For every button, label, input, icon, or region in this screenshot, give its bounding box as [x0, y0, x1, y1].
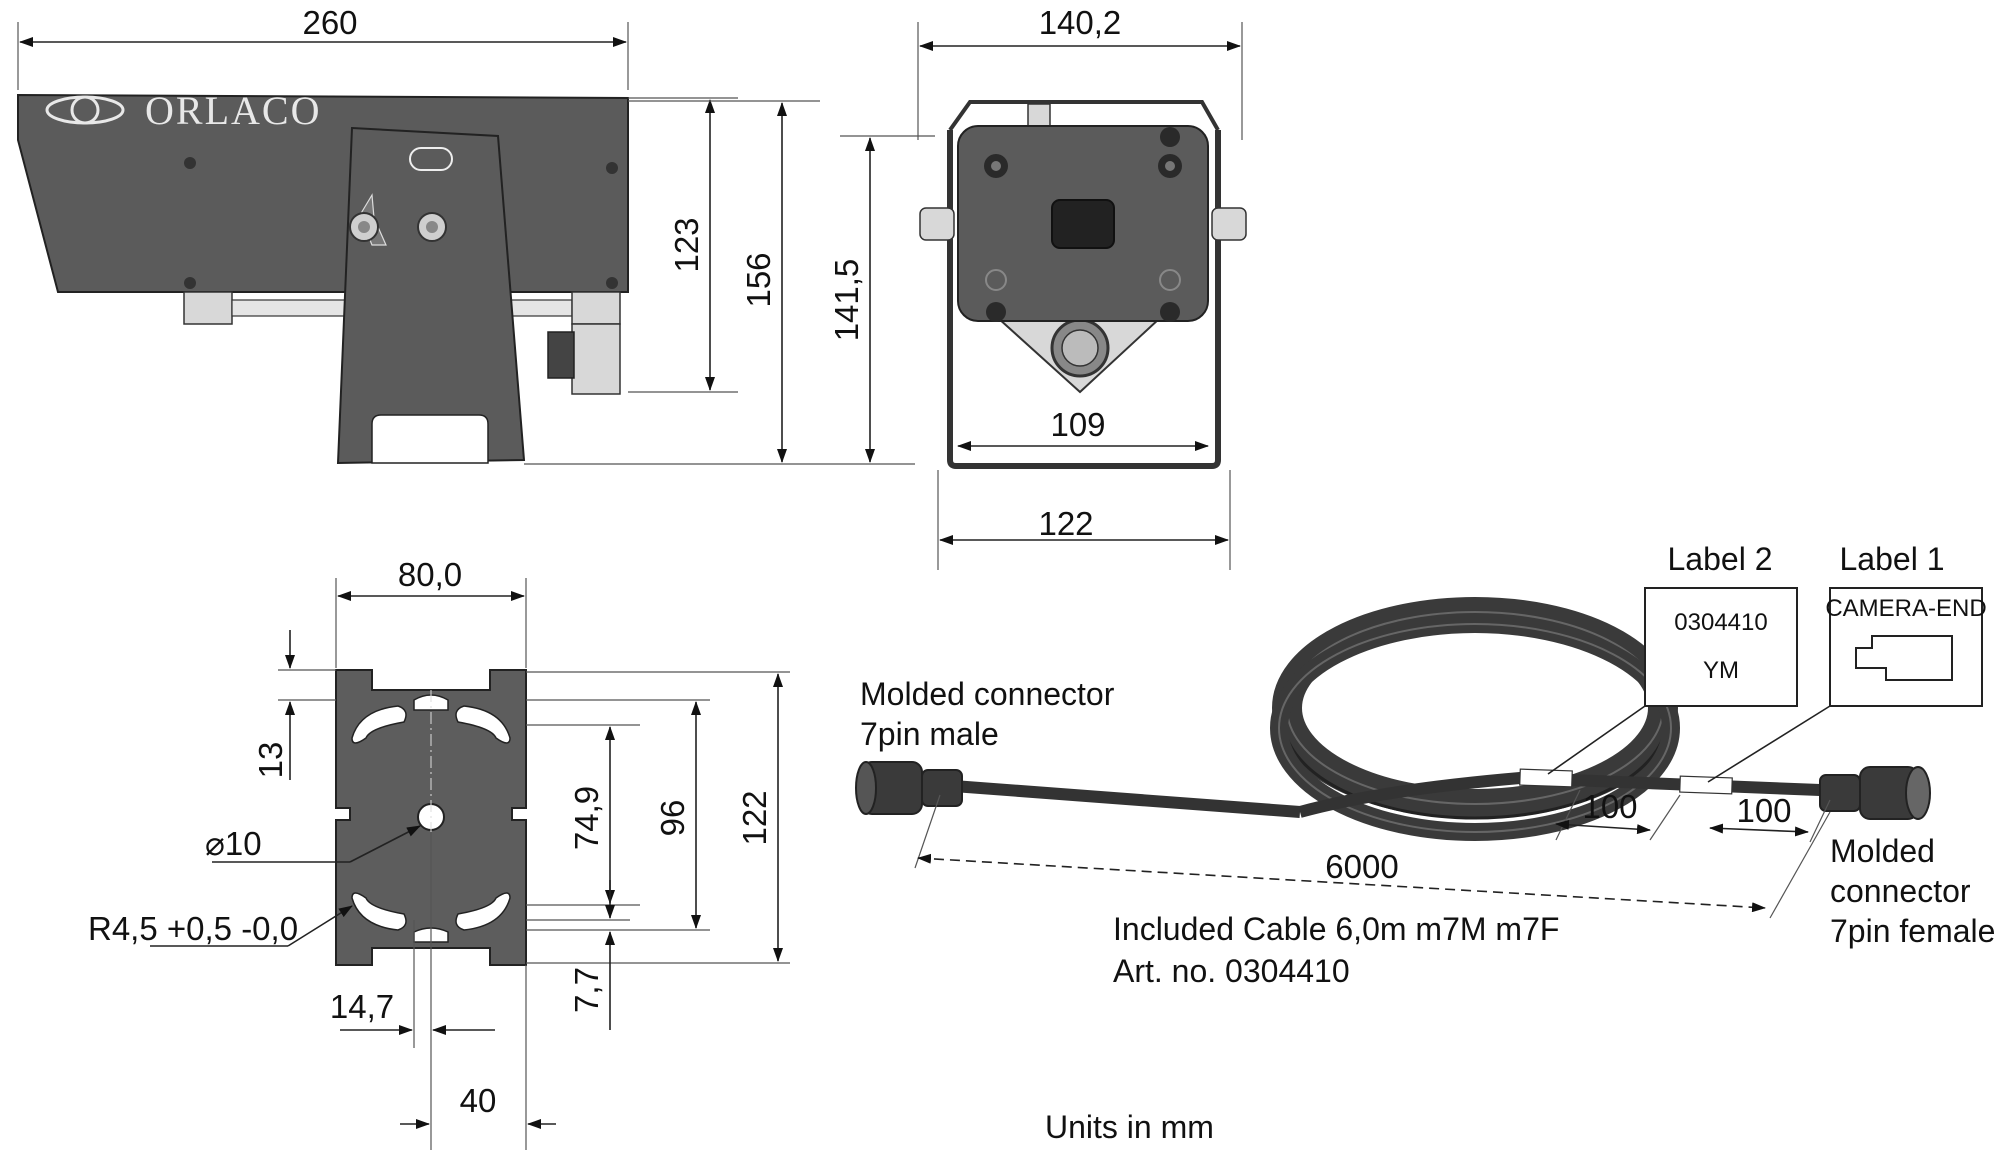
label1-title: Label 1 [1840, 541, 1945, 577]
male-connector-label-2: 7pin male [860, 716, 999, 752]
dim-74-9: 74,9 [568, 786, 605, 850]
label2-title: Label 2 [1668, 541, 1773, 577]
female-connector-label-1: Molded [1830, 833, 1935, 869]
orlaco-logo-icon [45, 95, 125, 125]
cable-view: Molded connector 7pin male Molded connec… [855, 541, 1995, 989]
female-connector-label-2: connector [1830, 873, 1971, 909]
dim-14-7: 14,7 [330, 988, 394, 1025]
units-note: Units in mm [1045, 1109, 1214, 1145]
dim-40: 40 [460, 1082, 497, 1119]
camera-end-icon [1855, 635, 1953, 681]
dim-7-7: 7,7 [568, 967, 605, 1013]
logo-text: ORLACO [145, 88, 321, 133]
included-cable-line-2: Art. no. 0304410 [1113, 953, 1350, 989]
included-cable-line-1: Included Cable 6,0m m7M m7F [1113, 911, 1559, 947]
dim-122-plate: 122 [736, 790, 773, 845]
dim-radius: R4,5 +0,5 -0,0 [88, 910, 298, 947]
female-connector-label-3: 7pin female [1830, 913, 1995, 949]
dim-156: 156 [740, 252, 777, 307]
dim-80: 80,0 [398, 556, 462, 593]
mounting-plate-view: 80,0 13 74,9 96 122 [88, 556, 790, 1150]
side-view: 260 ORLACO 123 [17, 4, 935, 465]
dim-6000: 6000 [1325, 848, 1398, 885]
dim-140-2: 140,2 [1039, 4, 1122, 41]
dim-96: 96 [654, 800, 691, 837]
dim-141-5: 141,5 [828, 259, 865, 342]
cable-coil [1270, 597, 1680, 841]
dim-100-a: 100 [1582, 788, 1637, 825]
label2-code: YM [1703, 657, 1739, 684]
label2-number: 0304410 [1674, 609, 1767, 636]
label1-text: CAMERA-END [1825, 595, 1986, 622]
dim-123: 123 [668, 217, 705, 272]
mounting-bracket [336, 126, 526, 465]
dim-hole-diameter: ⌀10 [205, 825, 262, 862]
dim-260: 260 [302, 4, 357, 41]
dim-100-b: 100 [1736, 792, 1791, 829]
male-connector-label-1: Molded connector [860, 676, 1115, 712]
dim-13: 13 [252, 742, 289, 779]
female-connector-icon [1819, 766, 1931, 820]
front-view: 140,2 109 122 [917, 4, 1247, 570]
camera-housing [17, 93, 629, 293]
male-connector-icon [855, 761, 963, 815]
dim-122-front: 122 [1038, 505, 1093, 542]
dim-109: 109 [1050, 406, 1105, 443]
label2-box [1644, 587, 1798, 707]
